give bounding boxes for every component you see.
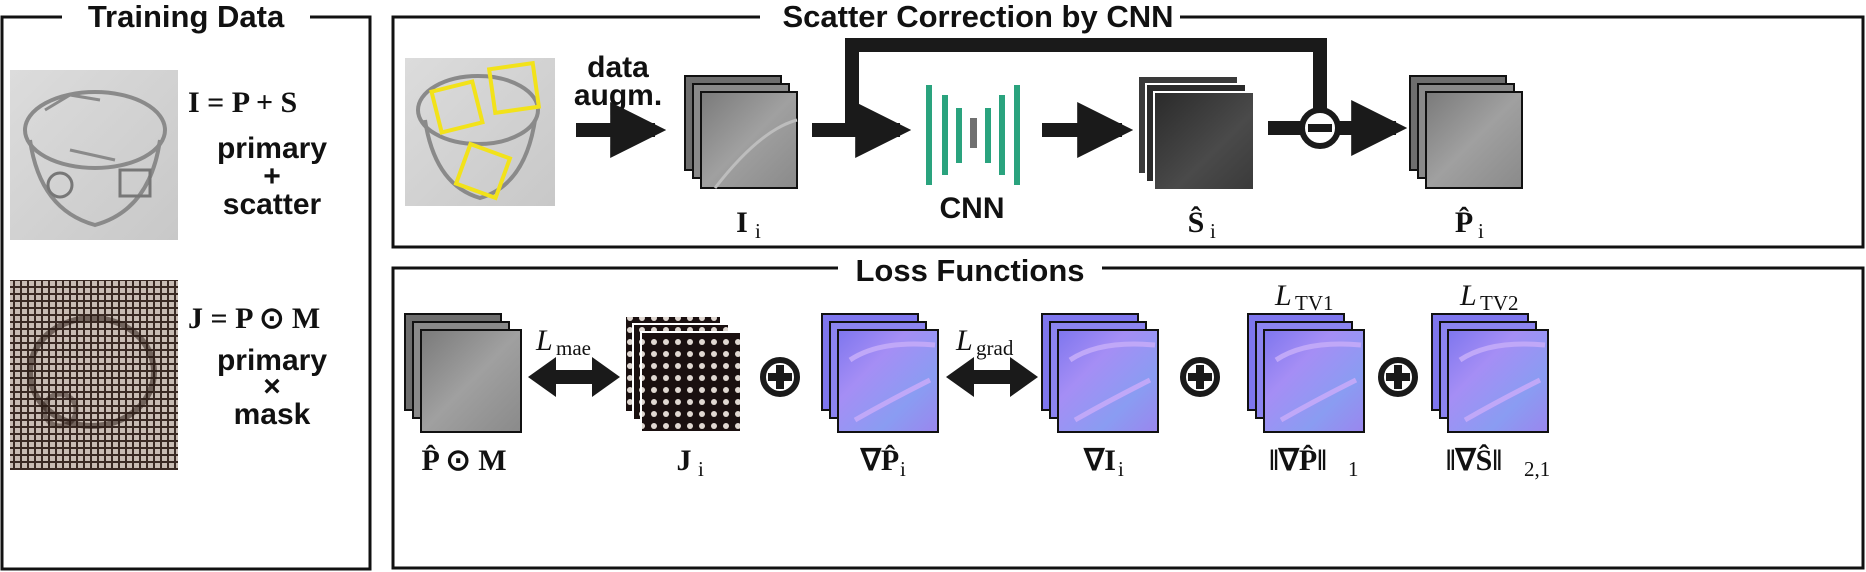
cnn-block [926,85,1020,185]
tv1-loss-sub: TV1 [1295,291,1334,315]
plus-node-3 [1378,357,1418,397]
output-label: P̂ [1455,206,1473,239]
mask-label-sub: i [698,457,704,481]
mae-double-arrow [528,357,620,397]
grad-double-arrow [946,357,1038,397]
xray-object-image [10,70,178,240]
training-eq-primary-mask: J = P ⊙ M [188,302,320,335]
mask-dot-stack [624,315,742,433]
output-label-sub: i [1478,219,1484,243]
training-word-primary-1: primary [217,132,327,165]
mask-label: J [677,444,692,477]
skip-connection-line [845,38,1327,130]
masked-prediction-stack [404,313,522,433]
grad-prediction-stack [821,313,939,433]
augment-label-line2: augm. [574,79,662,112]
grad-prediction-label: ∇P̂ [860,444,899,477]
tv2-norm-sub: 2,1 [1524,457,1550,481]
masked-grid-image [10,280,178,470]
tv1-norm-sub: 1 [1348,457,1359,481]
training-word-plus: + [263,160,281,193]
training-word-mask: mask [234,398,311,431]
training-title-bg [62,0,310,34]
scatter-title-bg [760,0,1180,34]
grad-prediction-sub: i [900,457,906,481]
training-word-times: × [263,370,281,403]
tv1-norm-label: ‖∇P̂‖ [1269,444,1327,477]
grad-loss-label: L [955,324,973,357]
loss-functions-panel [391,266,1865,570]
input-patch-stack [684,75,798,189]
masked-prediction-label: P̂ ⊙ M [421,444,506,477]
input-label-sub: i [755,219,761,243]
training-eq-primary-scatter: I = P + S [188,86,297,119]
tv2-stack [1431,313,1549,433]
primary-estimate-stack [1409,75,1523,189]
plus-node-1 [760,357,800,397]
grad-loss-sub: grad [976,336,1014,360]
input-label: I [736,206,748,239]
tv2-loss-label: L [1459,279,1477,312]
tv1-loss-label: L [1274,279,1292,312]
yellow-crop-box-3 [453,141,513,201]
plus-node-2 [1180,357,1220,397]
tv1-stack [1247,313,1365,433]
scatter-label: Ŝ [1188,206,1205,239]
scatter-label-sub: i [1210,219,1216,243]
augmented-object-image [405,58,555,206]
yellow-crop-box-2 [486,60,542,116]
scatter-estimate-stack [1137,75,1255,191]
tv2-norm-label: ‖∇Ŝ‖ [1446,444,1502,477]
augment-label-line1: data [587,51,649,84]
grad-input-label: ∇I [1083,444,1116,477]
grad-input-stack [1041,313,1159,433]
yellow-crop-box-1 [429,79,485,135]
mae-loss-label: L [535,324,553,357]
mae-loss-sub: mae [556,336,591,360]
training-data-title: Training Data [88,0,285,34]
loss-title-bg [838,252,1102,286]
tv2-loss-sub: TV2 [1480,291,1519,315]
training-word-scatter: scatter [223,188,322,221]
cnn-label: CNN [940,192,1005,225]
grad-input-sub: i [1118,457,1124,481]
scatter-correction-title: Scatter Correction by CNN [782,0,1173,34]
training-word-primary-2: primary [217,344,327,377]
subtract-node [1299,107,1341,149]
loss-functions-title: Loss Functions [855,253,1084,288]
